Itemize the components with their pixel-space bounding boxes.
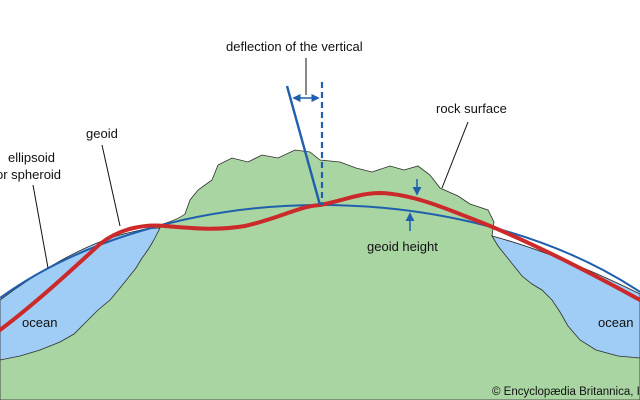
label-deflection-of-vertical: deflection of the vertical: [226, 39, 363, 54]
label-ellipsoid-line2: or spheroid: [0, 167, 61, 182]
leader-ellipsoid: [32, 184, 49, 269]
label-rock-surface: rock surface: [436, 101, 507, 116]
leader-geoid: [101, 144, 121, 227]
plumb-line: [285, 85, 322, 206]
label-geoid: geoid: [86, 126, 118, 141]
geoid-curve: [0, 191, 640, 332]
label-ocean-left: ocean: [22, 315, 57, 330]
label-ocean-right: ocean: [598, 315, 633, 330]
leader-rock-surface: [441, 121, 469, 189]
label-geoid-height: geoid height: [367, 239, 438, 254]
label-ellipsoid-line1: ellipsoid: [8, 150, 55, 165]
copyright-credit: © Encyclopædia Britannica, Inc.: [492, 386, 640, 398]
ocean-left: [0, 227, 161, 361]
